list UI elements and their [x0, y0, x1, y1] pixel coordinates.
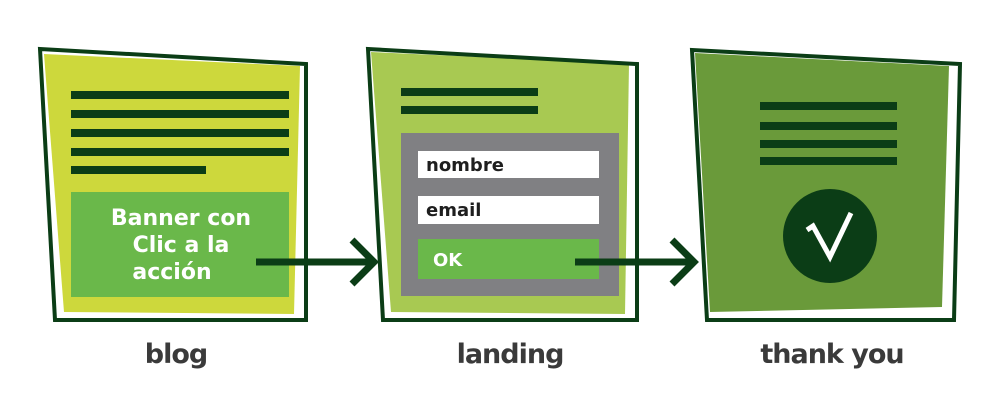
stage-label-blog: blog [145, 339, 207, 370]
arrow-landing-to-thank-you [575, 237, 699, 287]
name-field-box[interactable] [418, 151, 599, 178]
thank-you-text-line [760, 140, 897, 148]
landing-panel-border [365, 46, 639, 322]
check-circle [783, 189, 877, 283]
check-mark-glyph [805, 211, 854, 263]
cta-banner[interactable]: Banner con Clic a la acción [71, 192, 289, 297]
cta-banner-line-2: Clic a la [133, 233, 230, 258]
thank-you-panel-background [695, 53, 949, 312]
email-field-label: email [426, 200, 481, 221]
arrow-blog-to-landing [256, 237, 379, 287]
signup-form: nombre email OK [401, 133, 619, 296]
ok-button[interactable]: OK [418, 239, 599, 279]
thank-you-text-line [760, 122, 897, 130]
cta-banner-background [71, 192, 289, 297]
check-mark-icon [783, 189, 877, 283]
cta-banner-line-1: Banner con [111, 206, 251, 231]
email-field[interactable]: email [418, 196, 599, 224]
name-field-label: nombre [426, 155, 504, 176]
arrow-head-icon [669, 237, 699, 287]
landing-text-line [401, 106, 538, 114]
stage-label-thank-you: thank you [760, 339, 903, 370]
email-field-box[interactable] [418, 196, 599, 224]
blog-text-line [71, 129, 289, 137]
ok-button-background[interactable] [418, 239, 599, 279]
thank-you-panel [689, 47, 963, 322]
name-field[interactable]: nombre [418, 151, 599, 178]
blog-text-line [71, 148, 289, 156]
arrow-head-icon [349, 237, 379, 287]
blog-panel: Banner con Clic a la acción [37, 46, 308, 322]
stage-label-landing: landing [457, 339, 564, 370]
blog-text-line [71, 110, 289, 118]
cta-banner-line-3: acción [132, 260, 211, 285]
blog-text-line [71, 91, 289, 99]
ok-button-label: OK [433, 250, 463, 271]
thank-you-panel-border [689, 47, 963, 322]
blog-panel-border [37, 46, 308, 322]
landing-text-line [401, 88, 538, 96]
blog-text-line [71, 166, 206, 174]
thank-you-text-line [760, 102, 897, 110]
thank-you-text-line [760, 157, 897, 165]
landing-panel: nombre email OK [365, 46, 639, 322]
